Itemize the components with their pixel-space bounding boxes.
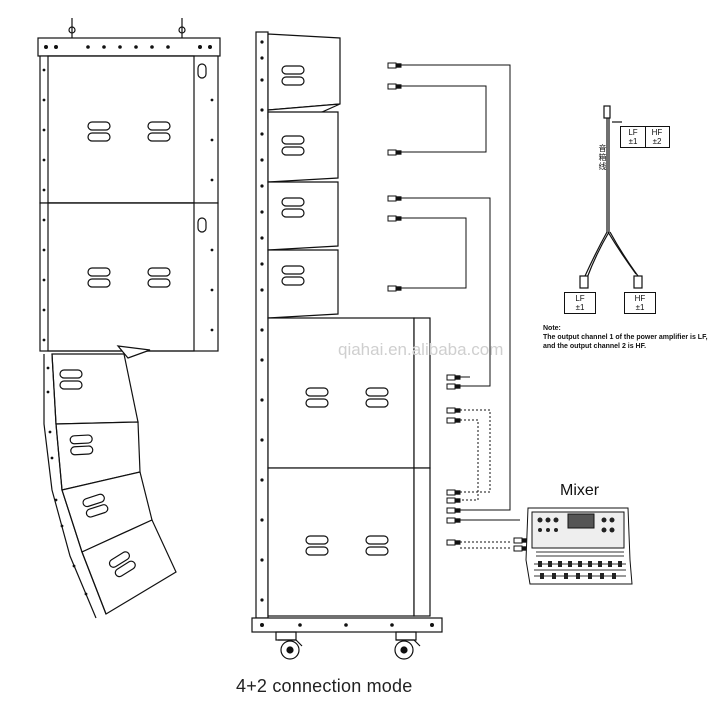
diagram-caption: 4+2 connection mode xyxy=(236,676,413,696)
note-line-1: The output channel 1 of the power amplif… xyxy=(543,334,708,341)
lf-box-label: LF xyxy=(575,294,585,303)
note-heading: Note: xyxy=(543,325,561,332)
left-speaker-array xyxy=(37,18,221,619)
left-rigging-frame xyxy=(37,37,221,57)
channel-box-top: LF ±1 HF ±2 xyxy=(620,126,670,148)
hf-box-channel: ±1 xyxy=(635,303,645,312)
mixer-label: Mixer xyxy=(560,482,600,499)
speaker-cable-label: 音箱线 xyxy=(598,144,607,171)
channel-box-lf: LF ±1 xyxy=(564,292,596,314)
hf-label: HF xyxy=(651,128,663,137)
left-line-array-cabinets xyxy=(43,345,177,619)
left-subwoofer-1 xyxy=(39,55,219,204)
note-block: Note: The output channel 1 of the power … xyxy=(543,324,718,351)
hf-channel: ±2 xyxy=(652,137,662,146)
mixer-console xyxy=(525,507,633,585)
caster-wheel-left xyxy=(275,631,303,660)
hf-box-label: HF xyxy=(634,294,646,303)
signal-cables xyxy=(387,62,528,552)
lf-channel: ±1 xyxy=(628,137,638,146)
speaker-cable-splitter xyxy=(579,105,643,289)
center-array-cabinet-2 xyxy=(267,111,339,183)
note-line-2: and the output channel 2 is HF. xyxy=(543,343,647,350)
center-speaker-array xyxy=(251,31,443,660)
caster-wheel-right xyxy=(394,631,421,660)
center-subwoofer-2 xyxy=(267,467,415,617)
left-subwoofer-2 xyxy=(39,202,219,352)
lf-label: LF xyxy=(628,128,638,137)
watermark: qiahai.en.alibaba.com xyxy=(338,340,504,359)
channel-box-hf: HF ±1 xyxy=(624,292,656,314)
lf-box-channel: ±1 xyxy=(575,303,585,312)
